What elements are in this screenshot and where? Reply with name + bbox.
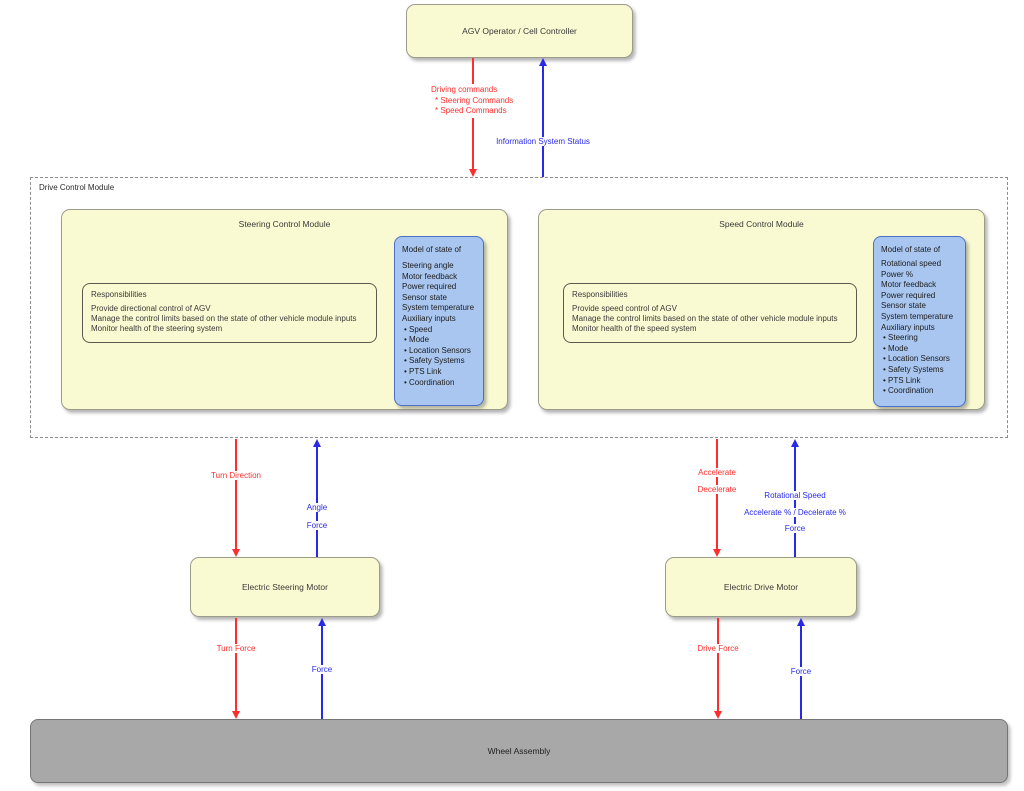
accelerate-decelerate-arrowhead [712,549,721,557]
agv-operator-label: AGV Operator / Cell Controller [462,26,577,36]
steering-force-feedback-arrowhead [317,618,326,626]
node-wheel-assembly: Wheel Assembly [30,719,1008,783]
steering-model-title: Model of state of [402,245,462,254]
steering-module-title: Steering Control Module [238,219,331,229]
drive-force-arrowhead [713,711,722,719]
node-agv-operator: AGV Operator / Cell Controller [406,4,633,58]
angle-force-feedback-arrow [316,447,318,557]
rotational-feedback-arrowhead [790,439,799,447]
electric-steering-motor-label: Electric Steering Motor [242,582,328,592]
turn-force-arrowhead [231,711,240,719]
steering-responsibilities-box: Responsibilities Provide directional con… [82,283,377,343]
information-status-arrow [542,66,544,177]
drive-control-module-label: Drive Control Module [39,183,115,192]
information-status-label: Information System Status [494,137,592,146]
drive-force-feedback-arrowhead [796,618,805,626]
node-electric-steering-motor: Electric Steering Motor [190,557,380,617]
speed-model-box: Model of state of Rotational speed Power… [873,236,966,407]
drive-feedback-force-label: Force [788,667,814,676]
speed-model-list: Rotational speed Power % Motor feedback … [881,259,954,396]
rotational-feedback-arrow [794,447,796,557]
rotational-speed-label: Rotational Speed [762,491,828,500]
turn-direction-label: Turn Direction [209,471,263,480]
accelerate-label: Accelerate [696,468,738,477]
speed-model-title: Model of state of [881,245,941,254]
turn-direction-arrowhead [231,549,240,557]
drive-force-arrow [717,618,719,711]
steering-model-box: Model of state of Steering angle Motor f… [394,236,484,406]
angle-force-label: Force [304,521,330,530]
angle-label: Angle [304,503,330,512]
decelerate-label: Decelerate [695,485,739,494]
turn-force-arrow [235,618,237,711]
speed-module-title: Speed Control Module [719,219,804,229]
speed-responsibilities-list: Provide speed control of AGV Manage the … [572,304,838,333]
steering-responsibilities-title: Responsibilities [91,290,147,299]
steering-force-label: Force [309,665,335,674]
turn-direction-arrow [235,439,237,549]
speed-responsibilities-box: Responsibilities Provide speed control o… [563,283,857,343]
wheel-assembly-label: Wheel Assembly [487,746,551,756]
driving-commands-label: Driving commands * Steering Commands * S… [429,84,516,118]
steering-model-list: Steering angle Motor feedback Power requ… [402,261,475,387]
accelerate-decelerate-arrow [716,439,718,549]
accelerate-percent-label: Accelerate % / Decelerate % [742,508,848,517]
speed-responsibilities-title: Responsibilities [572,290,628,299]
steering-speed-commands-arrowhead [468,169,477,177]
information-status-arrowhead [538,58,547,66]
steering-responsibilities-list: Provide directional control of AGV Manag… [91,304,357,333]
electric-drive-motor-label: Electric Drive Motor [723,582,799,592]
node-electric-drive-motor: Electric Drive Motor [665,557,857,617]
angle-force-feedback-arrowhead [312,439,321,447]
turn-force-label: Turn Force [214,644,258,653]
rotational-force-label: Force [782,524,808,533]
drive-force-label: Drive Force [695,644,741,653]
